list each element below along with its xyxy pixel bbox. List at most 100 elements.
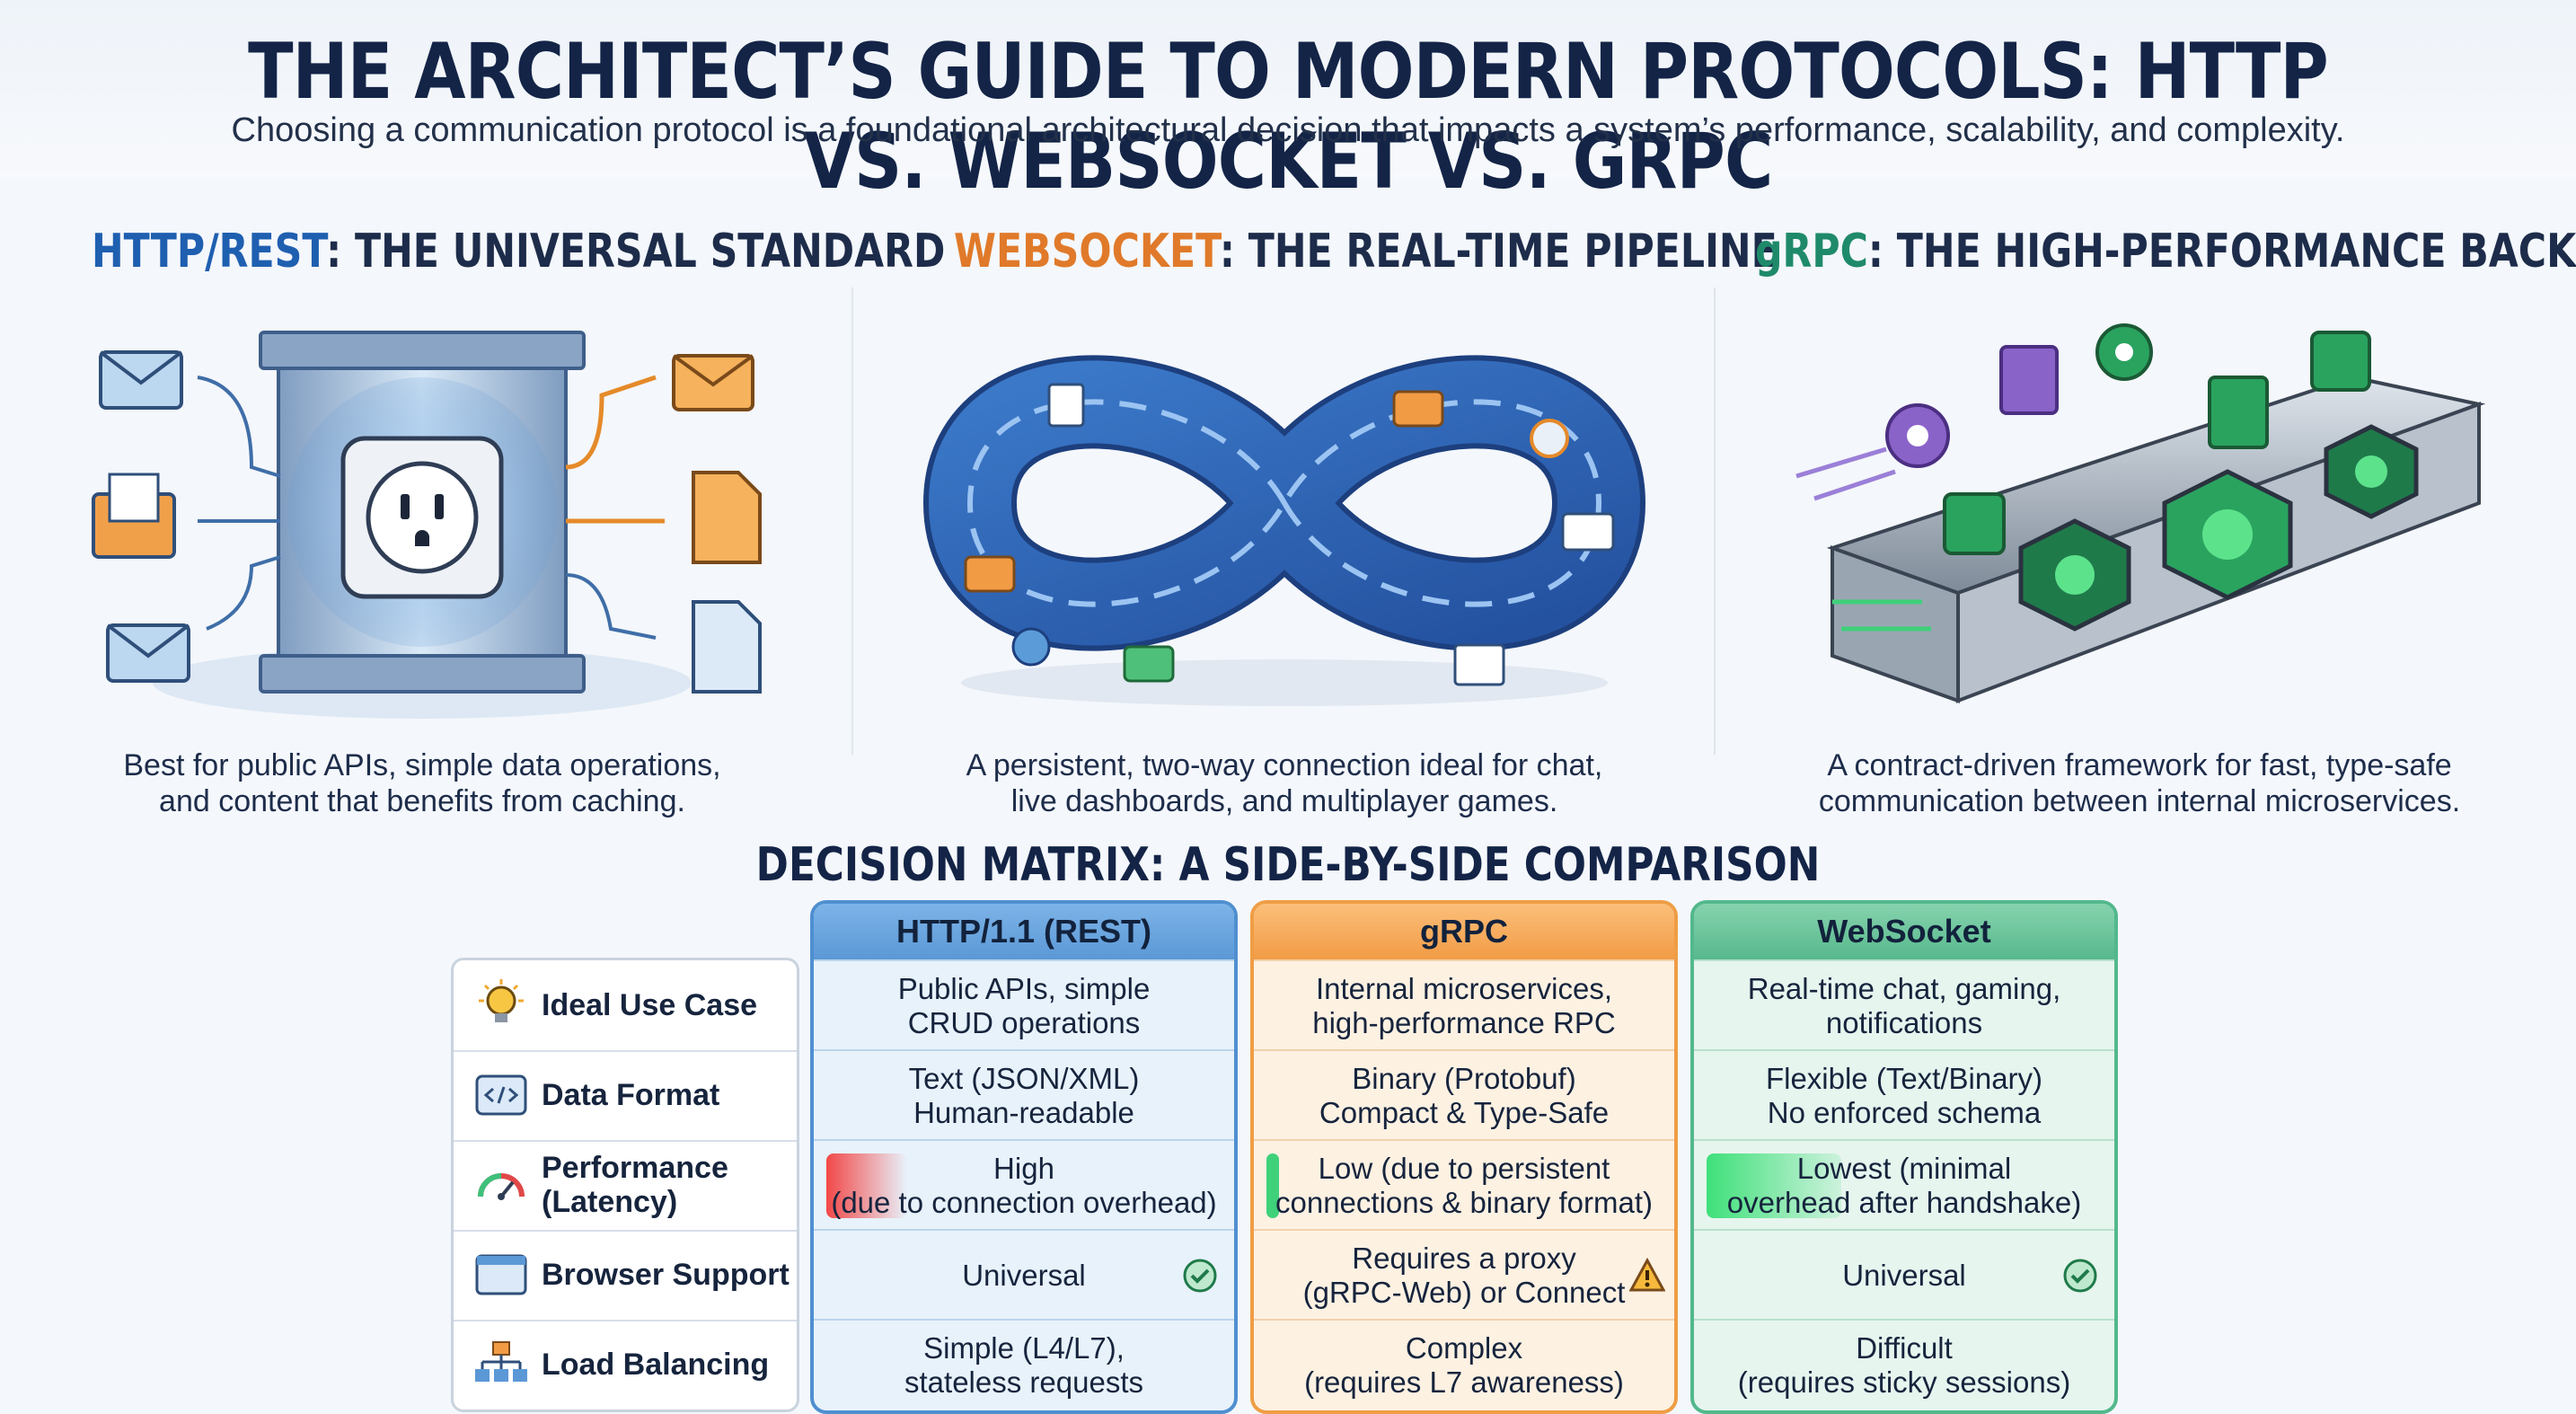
column-header: HTTP/1.1 (REST) bbox=[814, 904, 1234, 959]
http-caption: Best for public APIs, simple data operat… bbox=[18, 747, 826, 819]
matrix-cell: Requires a proxy(gRPC-Web) or Connect bbox=[1254, 1229, 1674, 1321]
cell-line: Requires a proxy bbox=[1352, 1242, 1576, 1275]
row-label-text: Load Balancing bbox=[542, 1348, 770, 1382]
http-outlet-illustration bbox=[92, 331, 762, 719]
document-icon bbox=[692, 600, 762, 694]
cell-line: Universal bbox=[962, 1259, 1086, 1292]
http-caption-line: Best for public APIs, simple data operat… bbox=[123, 748, 721, 782]
column-divider bbox=[1714, 287, 1716, 755]
http-caption-line: and content that benefits from caching. bbox=[159, 784, 685, 818]
cell-line: (requires L7 awareness) bbox=[1304, 1365, 1624, 1399]
cell-line: Real-time chat, gaming, bbox=[1747, 972, 2061, 1005]
row-label-text: (Latency) bbox=[542, 1185, 678, 1219]
grpc-beam-illustration bbox=[1795, 323, 2486, 703]
cell-line: connections & binary format) bbox=[1275, 1186, 1654, 1219]
grpc-heading-text: : THE HIGH-PERFORMANCE BACKBONE bbox=[1867, 225, 2576, 278]
cell-line: (gRPC-Web) or Connect bbox=[1302, 1276, 1626, 1309]
check-icon bbox=[1183, 1259, 1217, 1293]
row-label-performance: Performance(Latency) bbox=[454, 1140, 797, 1232]
grpc-caption: A contract-driven framework for fast, ty… bbox=[1735, 747, 2544, 819]
row-label-text: Data Format bbox=[542, 1078, 720, 1112]
line-chart-icon bbox=[1561, 512, 1615, 552]
latency-bar-low bbox=[1266, 1153, 1279, 1218]
grpc-heading: gRPC: THE HIGH-PERFORMANCE BACKBONE bbox=[1755, 220, 2576, 283]
chat-bubble-icon bbox=[1392, 390, 1444, 428]
header-band bbox=[0, 0, 2576, 180]
row-label-data-format: Data Format bbox=[454, 1050, 797, 1142]
cell-line: High bbox=[993, 1152, 1054, 1185]
latency-bar-lowest bbox=[1707, 1153, 1841, 1218]
binary-icon bbox=[2208, 376, 2269, 449]
http-heading: HTTP/REST: THE UNIVERSAL STANDARD bbox=[92, 220, 945, 283]
page-title: THE ARCHITECT’S GUIDE TO MODERN PROTOCOL… bbox=[248, 27, 2329, 207]
cell-line: CRUD operations bbox=[907, 1006, 1141, 1039]
warning-icon bbox=[1629, 1258, 1665, 1292]
websocket-heading: WEBSOCKET: THE REAL-TIME PIPELINE bbox=[954, 220, 1778, 283]
column-divider bbox=[851, 287, 853, 755]
cell-line: Low (due to persistent bbox=[1318, 1152, 1610, 1185]
gauge-icon bbox=[478, 1173, 525, 1200]
cell-line: stateless requests bbox=[904, 1365, 1143, 1399]
cell-line: (requires sticky sessions) bbox=[1737, 1365, 2071, 1399]
cell-line: Complex bbox=[1405, 1331, 1523, 1365]
grpc-caption-line: A contract-driven framework for fast, ty… bbox=[1827, 748, 2452, 782]
matrix-cell: Binary (Protobuf)Compact & Type-Safe bbox=[1254, 1049, 1674, 1141]
http-heading-text: : THE UNIVERSAL STANDARD bbox=[326, 225, 946, 278]
websocket-heading-accent: WEBSOCKET bbox=[954, 225, 1220, 278]
cell-line: Compact & Type-Safe bbox=[1319, 1096, 1610, 1129]
cell-line: Lowest (minimal bbox=[1796, 1152, 2012, 1185]
row-label-text: Browser Support bbox=[542, 1258, 790, 1292]
matrix-cell: Internal microservices,high-performance … bbox=[1254, 959, 1674, 1051]
cell-line: Universal bbox=[1842, 1259, 1966, 1292]
matrix-column-grpc: gRPC Internal microservices,high-perform… bbox=[1250, 900, 1678, 1414]
grpc-caption-line: communication between internal microserv… bbox=[1818, 784, 2461, 818]
cell-line: overhead after handshake) bbox=[1726, 1186, 2082, 1219]
page-subtitle: Choosing a communication protocol is a f… bbox=[231, 111, 2345, 149]
matrix-row-labels: Ideal Use Case Data Format Performance(L… bbox=[451, 958, 799, 1412]
matrix-cell: Difficult(requires sticky sessions) bbox=[1694, 1319, 2114, 1410]
lightbulb-icon bbox=[479, 979, 524, 1022]
websocket-caption-line: live dashboards, and multiplayer games. bbox=[1010, 784, 1558, 818]
bar-chart-icon bbox=[1453, 643, 1505, 686]
column-header: gRPC bbox=[1254, 904, 1674, 959]
cell-line: (due to connection overhead) bbox=[831, 1186, 1217, 1219]
websocket-infinity-illustration bbox=[923, 355, 1645, 706]
binary-icon bbox=[1999, 345, 2059, 415]
row-label-text: Performance bbox=[542, 1151, 728, 1185]
cell-line: Text (JSON/XML) bbox=[908, 1062, 1140, 1095]
row-label-load-balancing: Load Balancing bbox=[454, 1320, 797, 1410]
document-icon bbox=[692, 471, 762, 564]
grpc-heading-accent: gRPC bbox=[1755, 225, 1868, 278]
browser-icon bbox=[475, 1254, 527, 1295]
matrix-title: DECISION MATRIX: A SIDE-BY-SIDE COMPARIS… bbox=[755, 838, 1821, 892]
check-icon bbox=[2063, 1259, 2097, 1293]
cell-line: No enforced schema bbox=[1767, 1096, 2042, 1129]
matrix-cell: Text (JSON/XML)Human-readable bbox=[814, 1049, 1234, 1141]
code-icon bbox=[475, 1074, 527, 1116]
column-header: WebSocket bbox=[1694, 904, 2114, 959]
matrix-cell: Real-time chat, gaming,notifications bbox=[1694, 959, 2114, 1051]
latency-bar-high bbox=[826, 1153, 907, 1218]
websocket-heading-text: : THE REAL-TIME PIPELINE bbox=[1219, 225, 1778, 278]
row-label-browser-support: Browser Support bbox=[454, 1230, 797, 1321]
globe-icon bbox=[1011, 627, 1051, 667]
row-label-ideal-use-case: Ideal Use Case bbox=[454, 960, 797, 1052]
cell-line: Simple (L4/L7), bbox=[923, 1331, 1125, 1365]
code-icon bbox=[2310, 331, 2371, 392]
chat-bubble-icon bbox=[964, 555, 1016, 593]
matrix-cell: Universal bbox=[814, 1229, 1234, 1321]
cell-line: Flexible (Text/Binary) bbox=[1765, 1062, 2043, 1095]
gauge-icon bbox=[1530, 419, 1569, 458]
hierarchy-icon bbox=[475, 1341, 527, 1382]
matrix-cell: Complex(requires L7 awareness) bbox=[1254, 1319, 1674, 1410]
row-label-text: Ideal Use Case bbox=[542, 988, 758, 1022]
cell-line: Binary (Protobuf) bbox=[1352, 1062, 1576, 1095]
websocket-caption-line: A persistent, two-way connection ideal f… bbox=[966, 748, 1603, 782]
cell-line: Public APIs, simple bbox=[897, 972, 1151, 1005]
matrix-cell: Universal bbox=[1694, 1229, 2114, 1321]
cell-line: notifications bbox=[1825, 1006, 1983, 1039]
